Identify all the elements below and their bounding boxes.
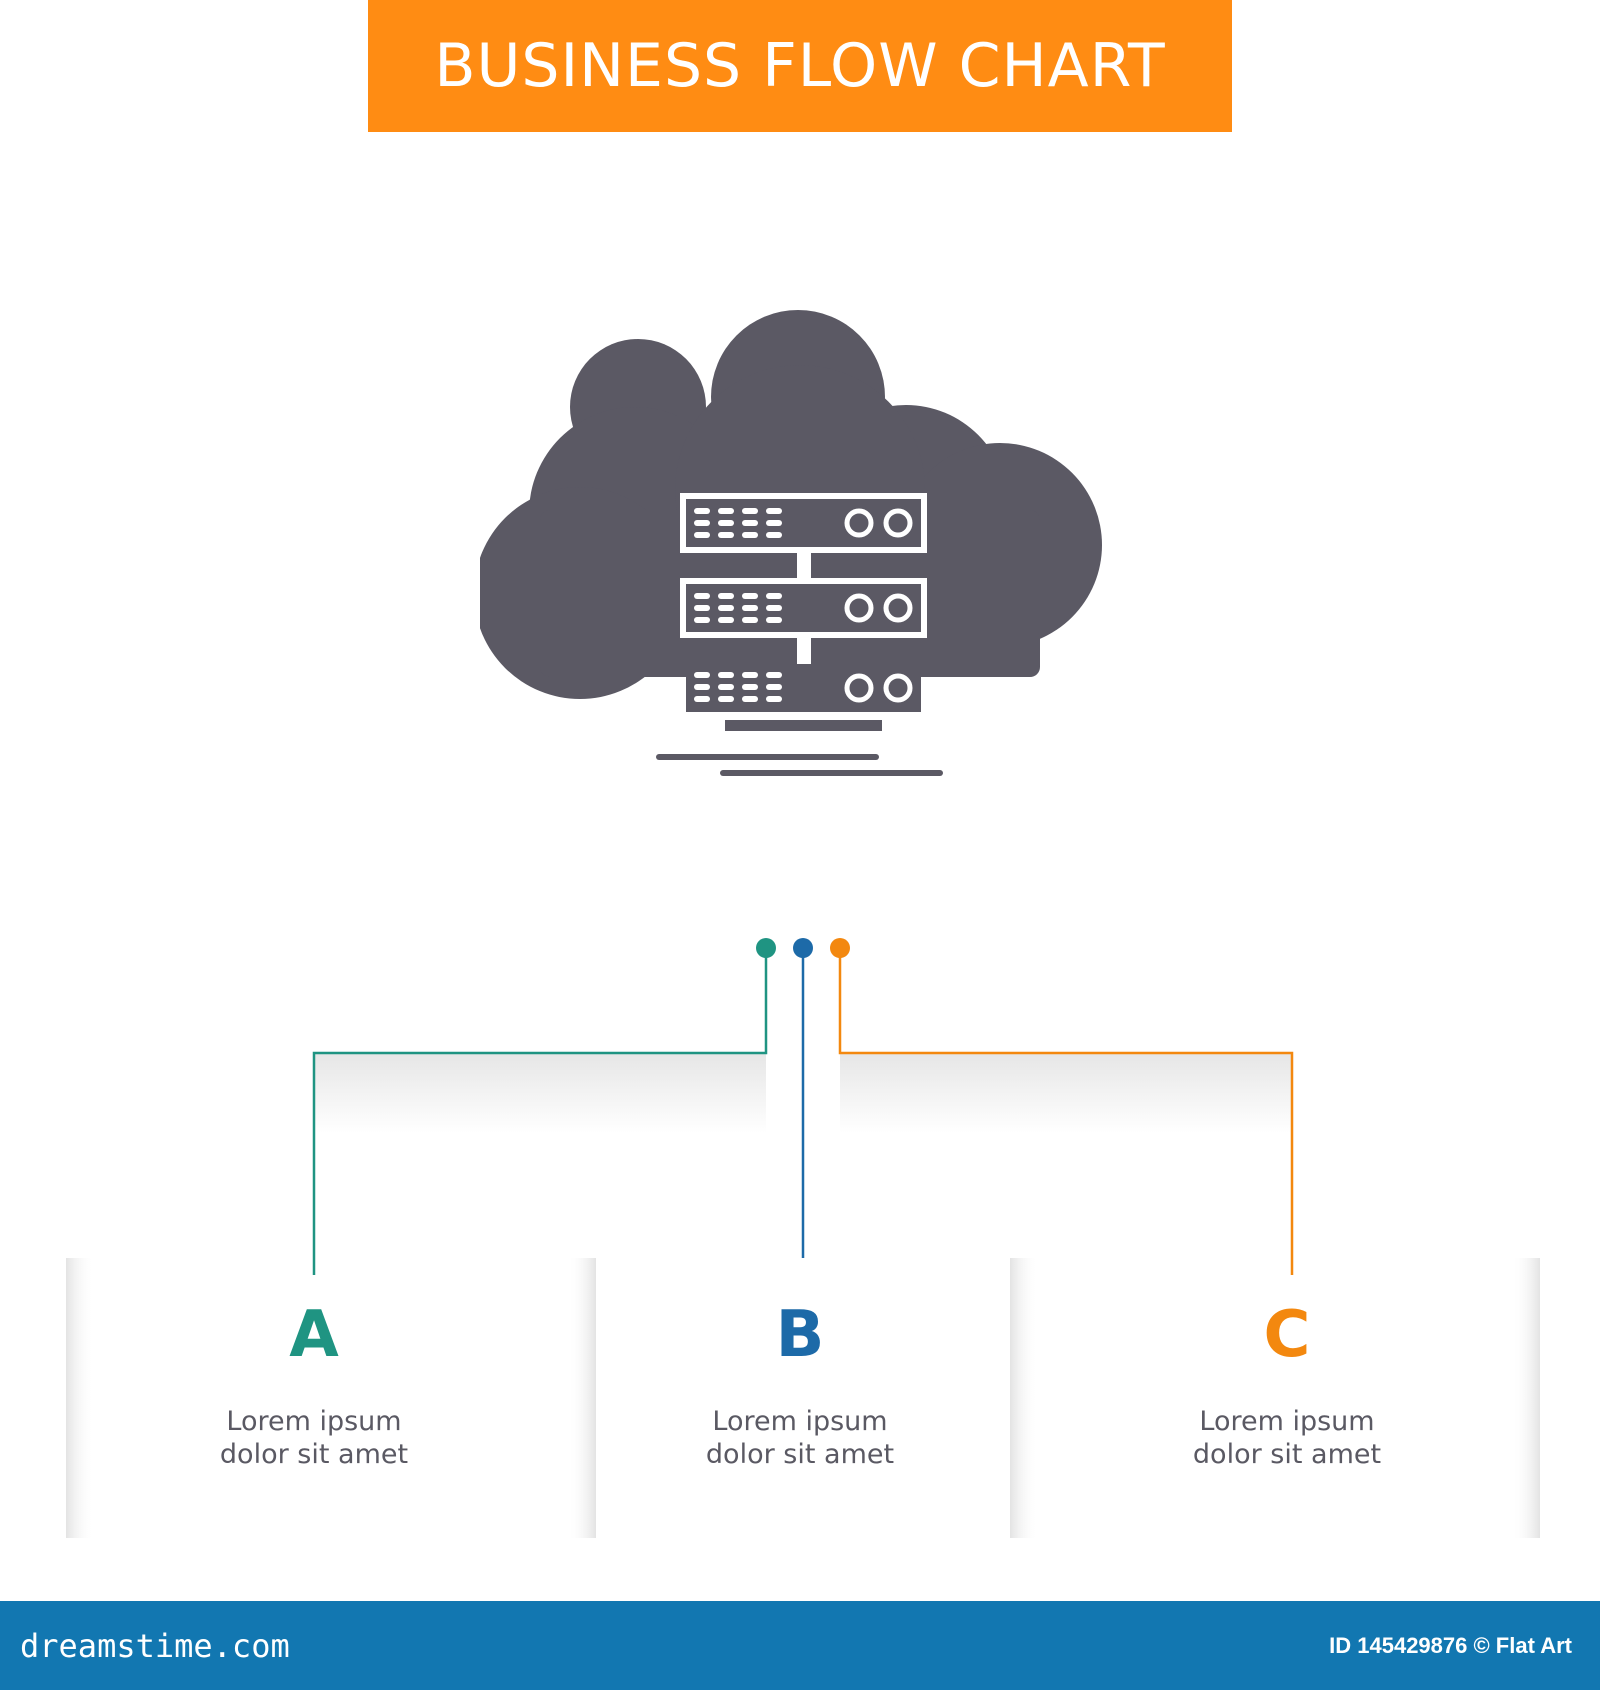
step-card-a: A Lorem ipsum dolor sit amet [94, 1258, 534, 1538]
step-text-c: Lorem ipsum dolor sit amet [1192, 1406, 1382, 1470]
connector-c [838, 948, 1294, 1275]
title-banner: BUSINESS FLOW CHART [368, 0, 1232, 132]
step-card-b: B Lorem ipsum dolor sit amet [580, 1258, 1020, 1538]
step-letter-c: C [1263, 1298, 1311, 1372]
cloud-server-icon [480, 310, 1102, 776]
dot-c [830, 938, 850, 958]
step-text-a: Lorem ipsum dolor sit amet [219, 1406, 409, 1470]
step-text-b: Lorem ipsum dolor sit amet [705, 1406, 895, 1470]
step-letter-a: A [289, 1298, 339, 1372]
dot-b [793, 938, 813, 958]
page-title: BUSINESS FLOW CHART [434, 31, 1166, 101]
footer-bar: dreamstime.com ID 145429876 © Flat Art [0, 1601, 1600, 1690]
step-card-c: C Lorem ipsum dolor sit amet [1067, 1258, 1507, 1538]
dot-a [756, 938, 776, 958]
connector-a [312, 948, 768, 1275]
footer-brand[interactable]: dreamstime.com [20, 1626, 290, 1665]
step-letter-b: B [775, 1298, 825, 1372]
footer-credit: ID 145429876 © Flat Art [1329, 1632, 1572, 1658]
